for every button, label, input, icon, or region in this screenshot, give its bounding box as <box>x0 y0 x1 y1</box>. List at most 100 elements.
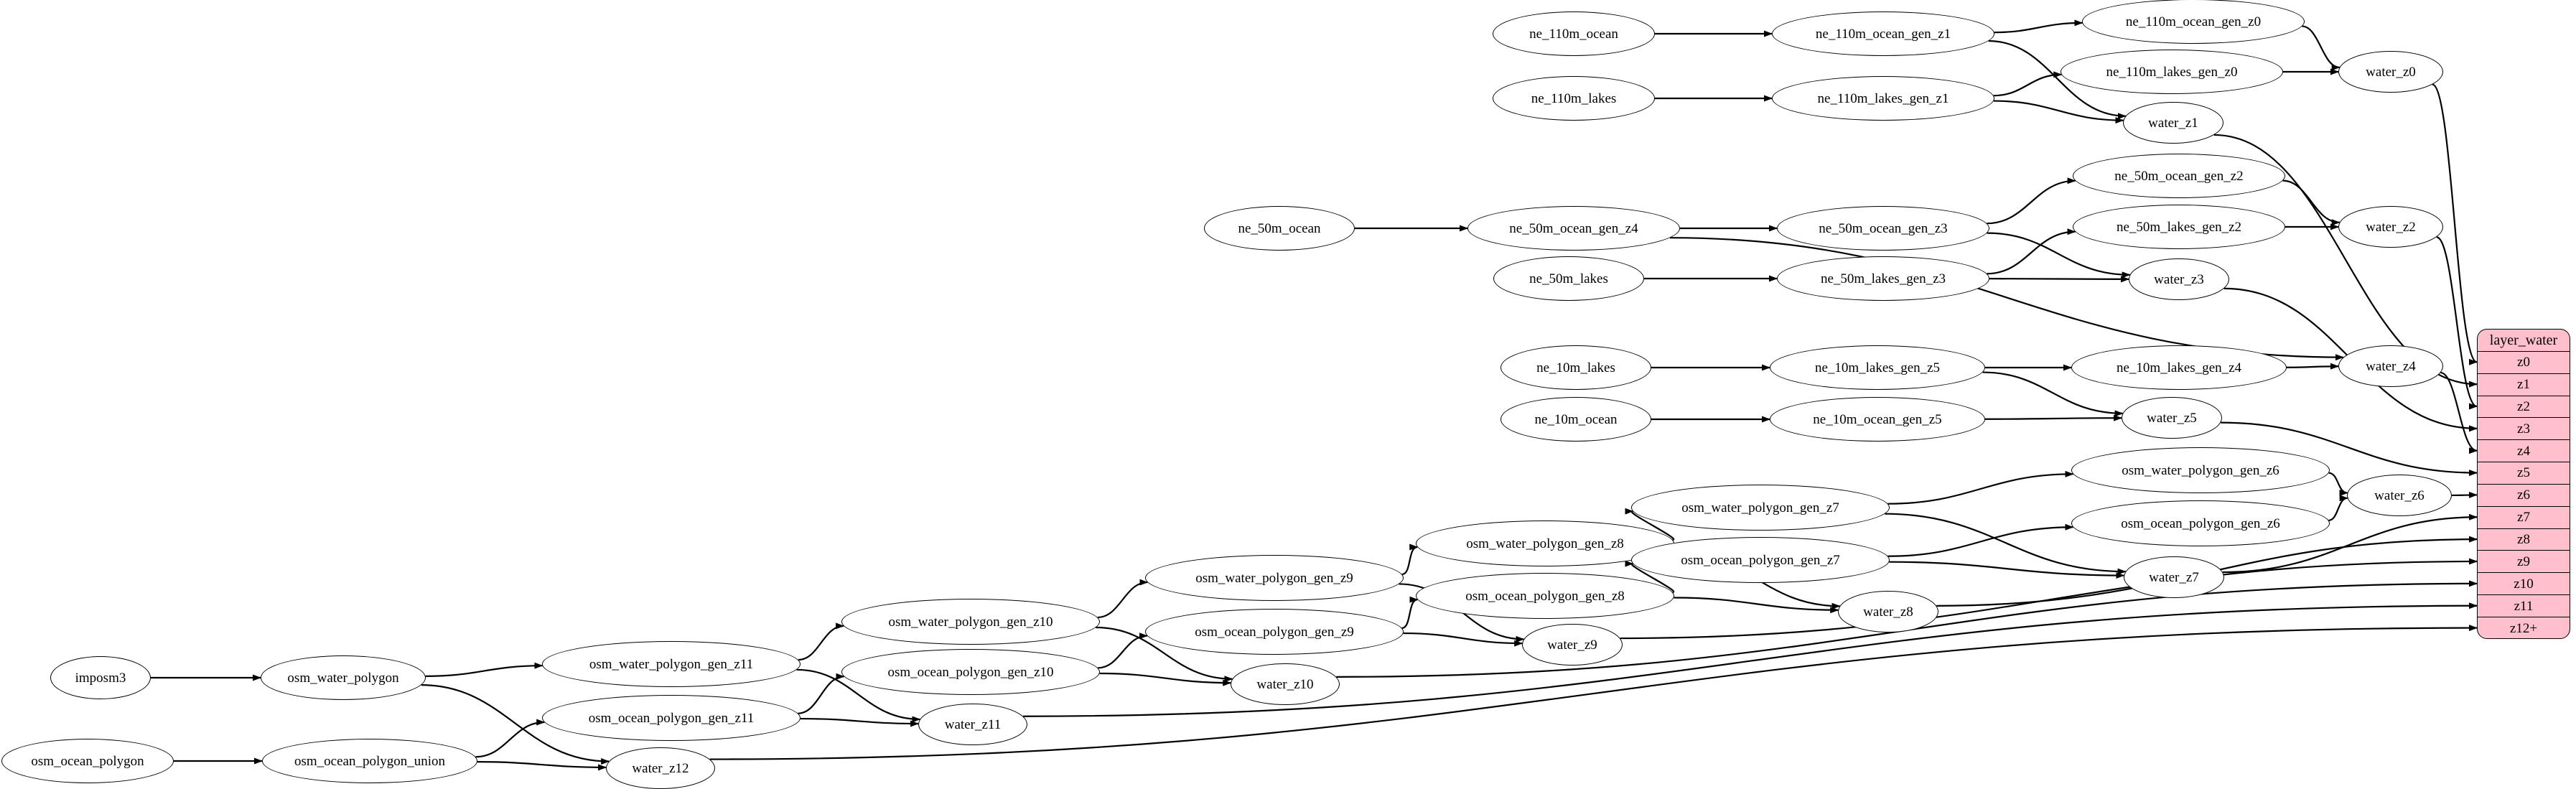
graph-node-osm_water_polygon_gen_z10[interactable]: osm_water_polygon_gen_z10 <box>841 599 1100 645</box>
graph-node-ne_10m_lakes[interactable]: ne_10m_lakes <box>1501 345 1651 390</box>
table-node-row-z10[interactable]: z10 <box>2478 573 2570 596</box>
graph-node-label: water_z12 <box>632 760 689 776</box>
graph-edge-water_z12-to-layer_water-z12+ <box>709 625 2478 760</box>
graph-edge-ne_10m_ocean_gen_z5-to-water_z5 <box>1984 414 2122 421</box>
table-node-row-z11[interactable]: z11 <box>2478 595 2570 617</box>
graph-node-label: water_z6 <box>2374 487 2425 503</box>
graph-node-osm_ocean_polygon_union[interactable]: osm_ocean_polygon_union <box>262 739 477 783</box>
graph-node-osm_water_polygon_gen_z11[interactable]: osm_water_polygon_gen_z11 <box>542 641 801 687</box>
graph-node-ne_50m_lakes[interactable]: ne_50m_lakes <box>1493 256 1644 301</box>
graph-node-ne_110m_ocean_gen_z0[interactable]: ne_110m_ocean_gen_z0 <box>2082 0 2305 44</box>
graph-edge-ne_110m_lakes_gen_z1-to-ne_110m_lakes_gen_z0 <box>1993 71 2063 97</box>
graph-edge-ne_110m_ocean_gen_z1-to-water_z1 <box>1988 39 2127 120</box>
graph-node-ne_110m_ocean_gen_z1[interactable]: ne_110m_ocean_gen_z1 <box>1772 11 1994 56</box>
graph-edge-water_z11-to-layer_water-z11 <box>1023 602 2478 717</box>
graph-edge-osm_ocean_polygon_gen_z11-to-water_z11 <box>800 717 920 727</box>
table-node-row-z4[interactable]: z4 <box>2478 440 2570 463</box>
graph-node-ne_110m_ocean[interactable]: ne_110m_ocean <box>1493 11 1655 56</box>
graph-node-osm_water_polygon_gen_z9[interactable]: osm_water_polygon_gen_z9 <box>1145 555 1404 601</box>
graph-node-label: water_z10 <box>1256 676 1314 692</box>
graph-node-water_z11[interactable]: water_z11 <box>918 704 1027 745</box>
graph-node-ne_110m_lakes[interactable]: ne_110m_lakes <box>1493 76 1655 121</box>
graph-node-label: osm_ocean_polygon_gen_z11 <box>588 710 755 726</box>
graph-edge-ne_10m_lakes_gen_z5-to-water_z5 <box>1982 371 2124 417</box>
graph-node-water_z6[interactable]: water_z6 <box>2347 475 2452 516</box>
graph-edge-osm_ocean_polygon_gen_z9-to-osm_ocean_polygon_gen_z8 <box>1401 596 1419 629</box>
graph-node-label: osm_ocean_polygon_gen_z10 <box>887 664 1054 680</box>
table-node-row-z5[interactable]: z5 <box>2478 462 2570 485</box>
graph-node-water_z9[interactable]: water_z9 <box>1522 624 1623 666</box>
graph-edge-osm_ocean_polygon_union-to-osm_ocean_polygon_gen_z11 <box>475 719 546 758</box>
graph-node-water_z3[interactable]: water_z3 <box>2129 258 2229 300</box>
table-node-row-z2[interactable]: z2 <box>2478 396 2570 419</box>
graph-node-osm_ocean_polygon_gen_z9[interactable]: osm_ocean_polygon_gen_z9 <box>1145 609 1404 655</box>
table-node-row-z12+[interactable]: z12+ <box>2509 620 2538 636</box>
graph-edge-osm_ocean_polygon_gen_z8-to-water_z8 <box>1674 597 1839 614</box>
graph-node-label: osm_water_polygon_gen_z9 <box>1195 570 1353 586</box>
graph-edge-ne_110m_ocean_gen_z1-to-ne_110m_ocean_gen_z0 <box>1994 19 2083 34</box>
graph-node-osm_water_polygon_gen_z6[interactable]: osm_water_polygon_gen_z6 <box>2071 447 2330 493</box>
table-node-row-z7[interactable]: z7 <box>2478 507 2570 529</box>
graph-node-water_z10[interactable]: water_z10 <box>1231 663 1340 705</box>
graph-node-label: osm_water_polygon_gen_z7 <box>1681 500 1839 515</box>
table-node-row-z3[interactable]: z3 <box>2478 418 2570 441</box>
graph-node-osm_ocean_polygon_gen_z7[interactable]: osm_ocean_polygon_gen_z7 <box>1631 537 1890 583</box>
graph-node-osm_ocean_polygon_gen_z11[interactable]: osm_ocean_polygon_gen_z11 <box>542 695 801 741</box>
graph-node-ne_50m_ocean_gen_z3[interactable]: ne_50m_ocean_gen_z3 <box>1777 206 1989 251</box>
graph-node-osm_ocean_polygon[interactable]: osm_ocean_polygon <box>1 739 174 783</box>
graph-node-ne_50m_ocean[interactable]: ne_50m_ocean <box>1204 206 1355 251</box>
graph-node-label: water_z0 <box>2366 64 2416 80</box>
graph-edge-osm_water_polygon_gen_z8-to-osm_water_polygon_gen_z7 <box>1625 508 1675 541</box>
graph-edge-water_z9-to-layer_water-z9 <box>1620 558 2478 640</box>
graph-node-ne_10m_ocean_gen_z5[interactable]: ne_10m_ocean_gen_z5 <box>1770 397 1985 442</box>
graph-node-ne_110m_lakes_gen_z1[interactable]: ne_110m_lakes_gen_z1 <box>1772 76 1994 121</box>
graph-edge-osm_water_polygon-to-osm_water_polygon_gen_z11 <box>425 662 543 677</box>
table-node-row-z8[interactable]: z8 <box>2478 529 2570 551</box>
graph-node-ne_10m_ocean[interactable]: ne_10m_ocean <box>1501 397 1651 442</box>
graph-node-ne_10m_lakes_gen_z5[interactable]: ne_10m_lakes_gen_z5 <box>1770 345 1985 390</box>
graph-node-label: osm_ocean_polygon_gen_z7 <box>1681 552 1840 568</box>
graph-node-osm_ocean_polygon_gen_z10[interactable]: osm_ocean_polygon_gen_z10 <box>841 649 1100 695</box>
graph-node-label: ne_110m_ocean <box>1529 26 1618 42</box>
graph-node-ne_50m_lakes_gen_z3[interactable]: ne_50m_lakes_gen_z3 <box>1777 256 1989 301</box>
graph-node-imposm3[interactable]: imposm3 <box>50 656 151 699</box>
graph-node-osm_ocean_polygon_gen_z8[interactable]: osm_ocean_polygon_gen_z8 <box>1416 573 1674 619</box>
graph-edge-ne_110m_lakes_gen_z1-to-water_z1 <box>1993 100 2124 124</box>
graph-node-water_z2[interactable]: water_z2 <box>2338 206 2443 248</box>
graph-node-label: ne_110m_ocean_gen_z0 <box>2125 14 2262 29</box>
table-node-row-z6[interactable]: z6 <box>2478 485 2570 507</box>
graph-node-ne_110m_lakes_gen_z0[interactable]: ne_110m_lakes_gen_z0 <box>2061 50 2283 94</box>
graph-node-ne_50m_lakes_gen_z2[interactable]: ne_50m_lakes_gen_z2 <box>2073 205 2285 249</box>
table-node-header: layer_water <box>2478 330 2570 352</box>
graph-node-label: ne_110m_lakes <box>1531 90 1617 106</box>
graph-edge-osm_ocean_polygon_gen_z9-to-water_z9 <box>1403 632 1523 647</box>
table-node-row-z9[interactable]: z9 <box>2478 551 2570 574</box>
graph-node-water_z1[interactable]: water_z1 <box>2123 102 2223 144</box>
graph-node-water_z8[interactable]: water_z8 <box>1838 591 1938 632</box>
graph-node-water_z4[interactable]: water_z4 <box>2338 345 2443 387</box>
graph-node-osm_water_polygon_gen_z7[interactable]: osm_water_polygon_gen_z7 <box>1631 485 1890 531</box>
graph-node-label: ne_10m_lakes_gen_z4 <box>2116 360 2242 375</box>
graph-node-ne_50m_ocean_gen_z2[interactable]: ne_50m_ocean_gen_z2 <box>2073 154 2285 198</box>
graph-node-label: ne_110m_lakes_gen_z1 <box>1817 90 1949 106</box>
graph-edge-osm_water_polygon-to-water_z12 <box>421 684 610 765</box>
graph-node-label: water_z5 <box>2147 410 2197 426</box>
graph-node-osm_ocean_polygon_gen_z6[interactable]: osm_ocean_polygon_gen_z6 <box>2071 500 2330 546</box>
graph-node-ne_10m_lakes_gen_z4[interactable]: ne_10m_lakes_gen_z4 <box>2071 345 2287 390</box>
table-node-row-z0[interactable]: z0 <box>2478 352 2570 374</box>
graph-node-water_z0[interactable]: water_z0 <box>2338 51 2443 93</box>
graph-edge-osm_water_polygon_gen_z7-to-water_z7 <box>1885 513 2127 575</box>
graph-node-label: imposm3 <box>75 670 126 686</box>
graph-edge-osm_water_polygon_gen_z11-to-water_z11 <box>796 668 921 723</box>
graph-node-water_z12[interactable]: water_z12 <box>606 747 715 789</box>
table-node-row-z1[interactable]: z1 <box>2478 374 2570 396</box>
graph-node-water_z7[interactable]: water_z7 <box>2124 556 2224 598</box>
graph-edge-osm_water_polygon_gen_z10-to-osm_water_polygon_gen_z9 <box>1097 579 1149 619</box>
graph-node-osm_water_polygon[interactable]: osm_water_polygon <box>261 655 426 700</box>
graph-node-label: water_z1 <box>2148 115 2198 131</box>
graph-node-ne_50m_ocean_gen_z4[interactable]: ne_50m_ocean_gen_z4 <box>1467 206 1680 251</box>
graph-edge-water_z5-to-layer_water-z5 <box>2221 421 2478 477</box>
graph-node-water_z5[interactable]: water_z5 <box>2122 397 2222 439</box>
